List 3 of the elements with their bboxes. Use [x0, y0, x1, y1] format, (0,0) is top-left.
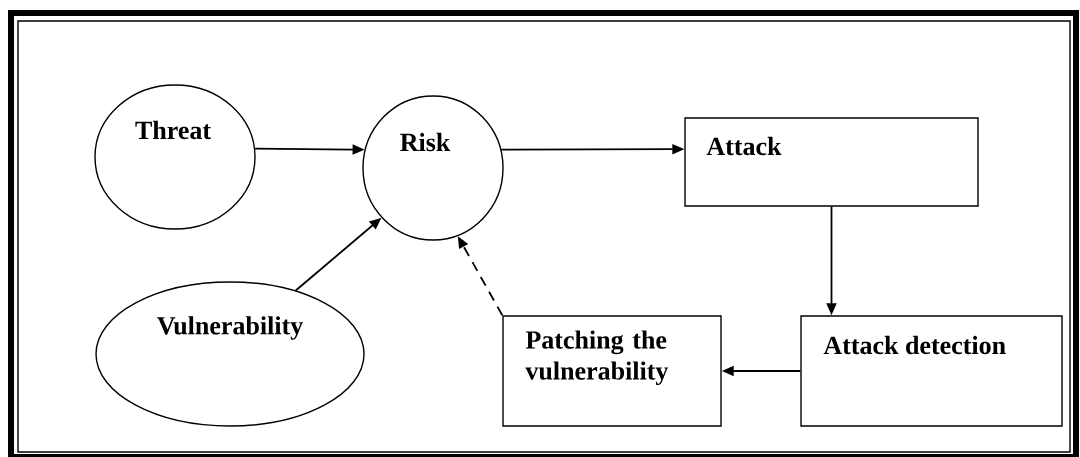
attack-box: Attack	[684, 117, 979, 207]
patching-box: Patching the vulnerability	[502, 315, 722, 427]
detection-box: Attack detection	[800, 315, 1063, 427]
